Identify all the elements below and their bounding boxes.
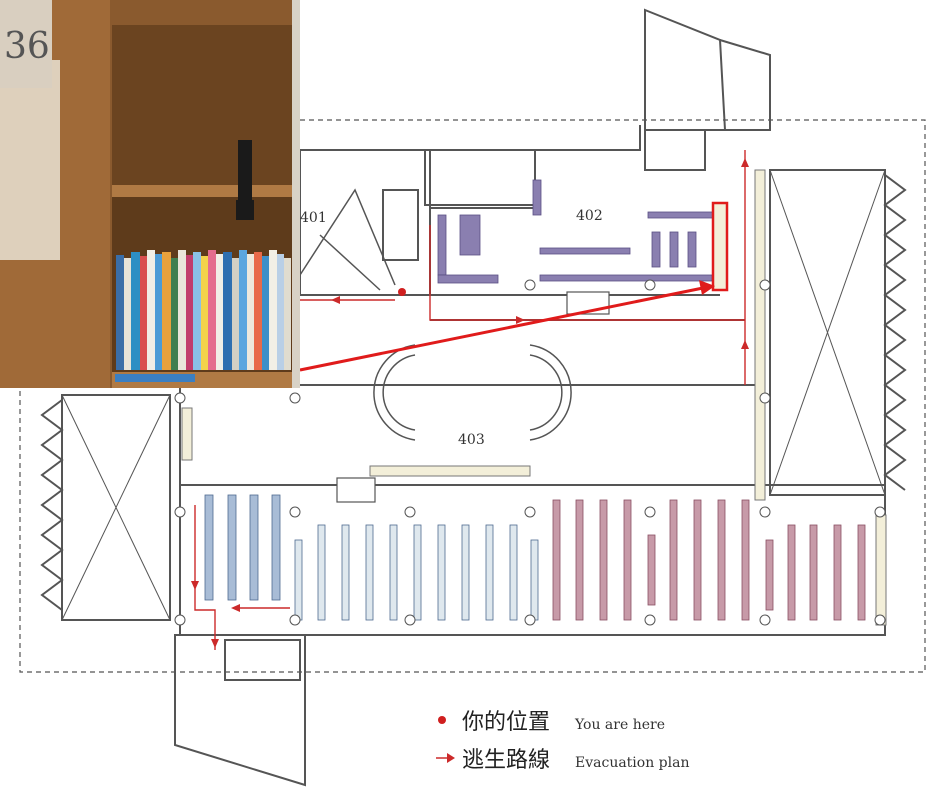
legend-dot-icon	[438, 716, 446, 724]
legend-you-are-here-en: You are here	[574, 717, 665, 733]
ramp	[299, 188, 396, 291]
shelf-label-strip	[115, 374, 195, 382]
building-outline	[19, 119, 926, 673]
purple-shelves	[437, 179, 714, 284]
blue-shelves	[204, 494, 281, 601]
room-label-403: 403	[458, 432, 485, 448]
pink-shelves	[552, 499, 866, 621]
legend-you-are-here-zh: 你的位置	[462, 710, 550, 735]
legend: 你的位置 You are here 逃生路線 Evacuation plan	[436, 710, 689, 773]
you-are-here-marker	[398, 288, 406, 296]
pointer-arrow-line	[299, 286, 704, 372]
highlighted-shelf-box	[711, 201, 729, 292]
pointer-arrow-head	[699, 280, 715, 295]
legend-evacuation-zh: 逃生路線	[462, 748, 550, 773]
spiral-stairs	[373, 344, 572, 441]
legend-arrow-head-icon	[447, 753, 455, 763]
light-shelves	[294, 524, 539, 621]
room-label-402: 402	[576, 208, 603, 224]
shelf-number: 36	[4, 26, 50, 67]
shelf-number-plate	[0, 0, 52, 88]
zigzag-wall-left	[40, 399, 64, 611]
legend-evacuation-en: Evacuation plan	[575, 755, 689, 771]
room-label-401: 401	[300, 210, 327, 226]
shelf-photo: 36	[0, 0, 300, 388]
book-row	[116, 250, 291, 370]
columns	[174, 279, 886, 626]
zigzag-wall-right	[883, 174, 907, 491]
evacuation-arrowheads	[191, 158, 749, 648]
stairs-lower	[336, 477, 376, 503]
